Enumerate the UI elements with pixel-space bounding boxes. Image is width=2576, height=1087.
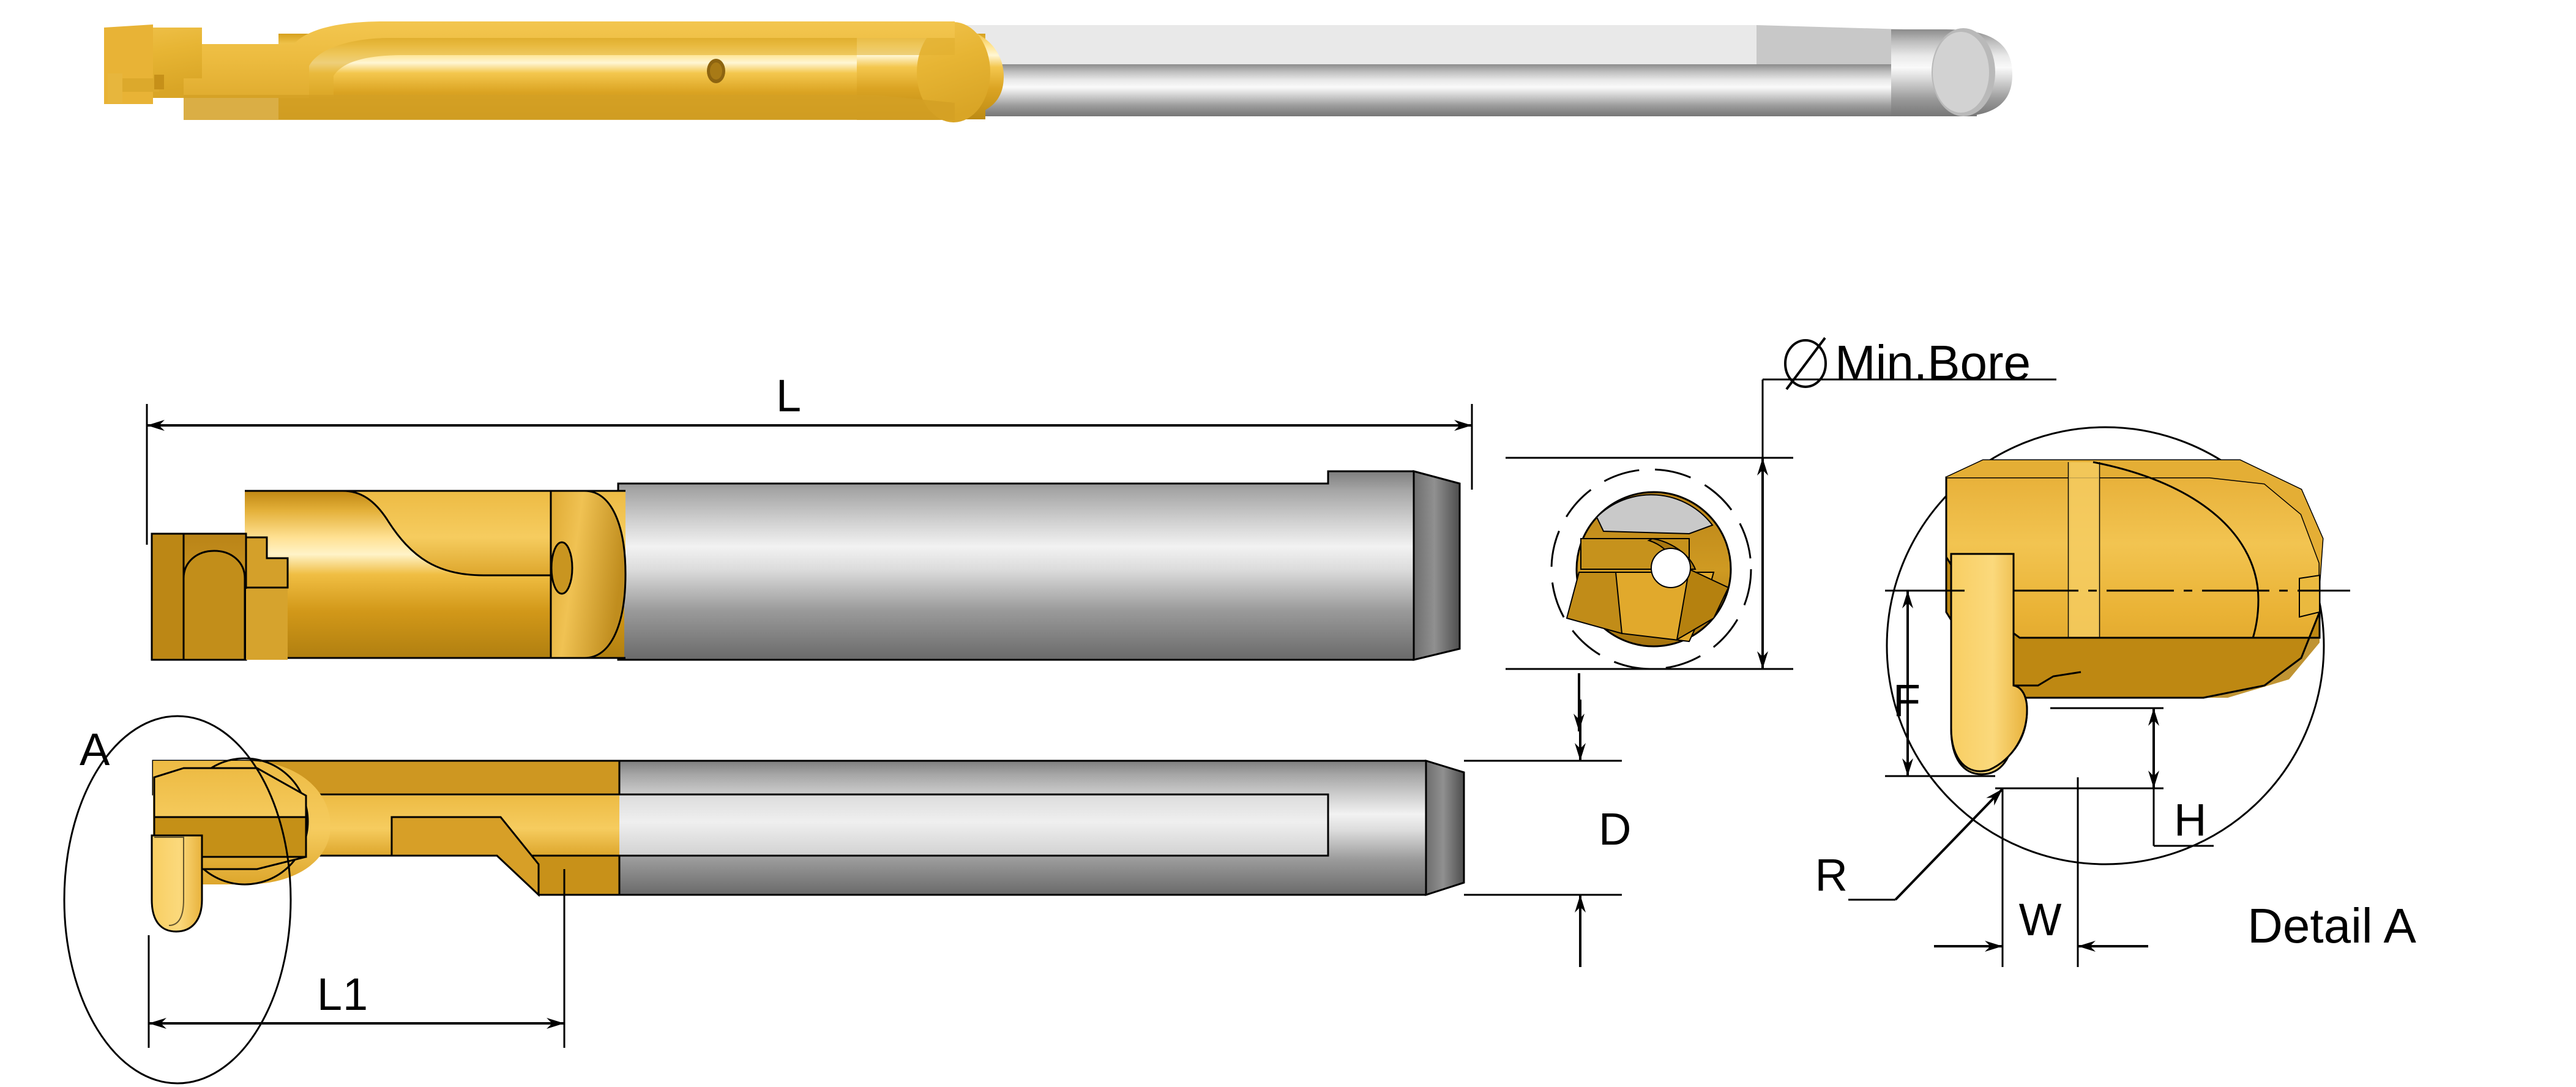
dim-min-bore-label: Min.Bore <box>1835 335 2031 390</box>
side-tip-step <box>245 536 289 589</box>
dim-H-label: H <box>2174 794 2207 845</box>
dim-L-label: L <box>776 370 802 421</box>
detail-A-boundary-circle <box>1886 426 2325 865</box>
side-head-relief-line <box>245 490 625 577</box>
head-flute-photo <box>309 38 955 97</box>
plan-tooth-inner-line <box>154 837 184 926</box>
side-elevation-view <box>151 470 1461 661</box>
side-head-upper-relief <box>245 491 625 575</box>
min-bore-circle <box>1550 468 1752 670</box>
dimension-H: H <box>1995 707 2214 847</box>
shank-cylinder-photo <box>958 64 1977 116</box>
shank-end-face-inner-photo <box>1933 32 1989 113</box>
detail-A-circle <box>63 715 292 1085</box>
grooving-tooth-shadow-photo <box>154 75 164 89</box>
coolant-hole-inner-photo <box>710 62 722 80</box>
dimension-R: R <box>1815 788 2004 901</box>
dim-R-leader-line <box>1894 788 2004 901</box>
dimension-F: F <box>1885 589 1995 777</box>
detail-insert-top-band <box>1946 460 2323 581</box>
dim-D-label: D <box>1599 804 1632 854</box>
diameter-symbol-icon <box>1784 337 1827 390</box>
side-cutting-tip-face <box>151 532 185 661</box>
end-view-right-face <box>1676 568 1730 641</box>
end-section-view <box>1550 468 1752 670</box>
side-shank-body <box>617 470 1461 661</box>
dimension-L: L <box>146 370 1473 545</box>
plan-grooving-tooth <box>151 834 203 933</box>
head-top-land-photo <box>104 21 955 98</box>
dimension-W: W <box>1934 777 2148 967</box>
dimension-D: D <box>1464 700 1632 967</box>
side-tip-lower <box>246 589 288 660</box>
detail-A-marker-label: A <box>80 724 110 775</box>
dimension-min-bore: Min.Bore <box>1506 335 2056 731</box>
detail-tooth-step <box>2014 671 2081 687</box>
dim-W-label: W <box>2019 894 2063 945</box>
plan-shank-flat <box>614 793 1329 857</box>
side-coolant-hole <box>550 541 573 595</box>
plan-shank-end-face <box>1425 759 1465 897</box>
detail-marker-A: A <box>63 715 292 1085</box>
head-lower-skirt-photo <box>184 95 955 120</box>
dimension-L1: L1 <box>147 869 566 1048</box>
detail-tooth-outline <box>1950 553 2028 772</box>
side-tip-round-nose <box>182 550 246 661</box>
detail-A-title: Detail A <box>2247 898 2416 953</box>
grooving-tooth-edge-photo <box>108 73 122 103</box>
side-shank-end-face <box>1413 470 1461 661</box>
dim-F-label: F <box>1893 675 1921 726</box>
end-view-flat-top <box>1596 494 1714 535</box>
plan-head-taper <box>390 816 540 897</box>
end-view-left-face <box>1566 572 1623 635</box>
dim-R-label: R <box>1815 850 1848 900</box>
shank-flat-photo <box>958 25 1757 64</box>
dim-L1-label: L1 <box>317 969 368 1020</box>
iso-render-view <box>104 21 2012 122</box>
end-view-coolant-hole <box>1651 548 1691 588</box>
detail-right-chamfer <box>2299 574 2320 618</box>
side-head-collar <box>550 490 627 659</box>
detail-A-view <box>1886 426 2350 865</box>
